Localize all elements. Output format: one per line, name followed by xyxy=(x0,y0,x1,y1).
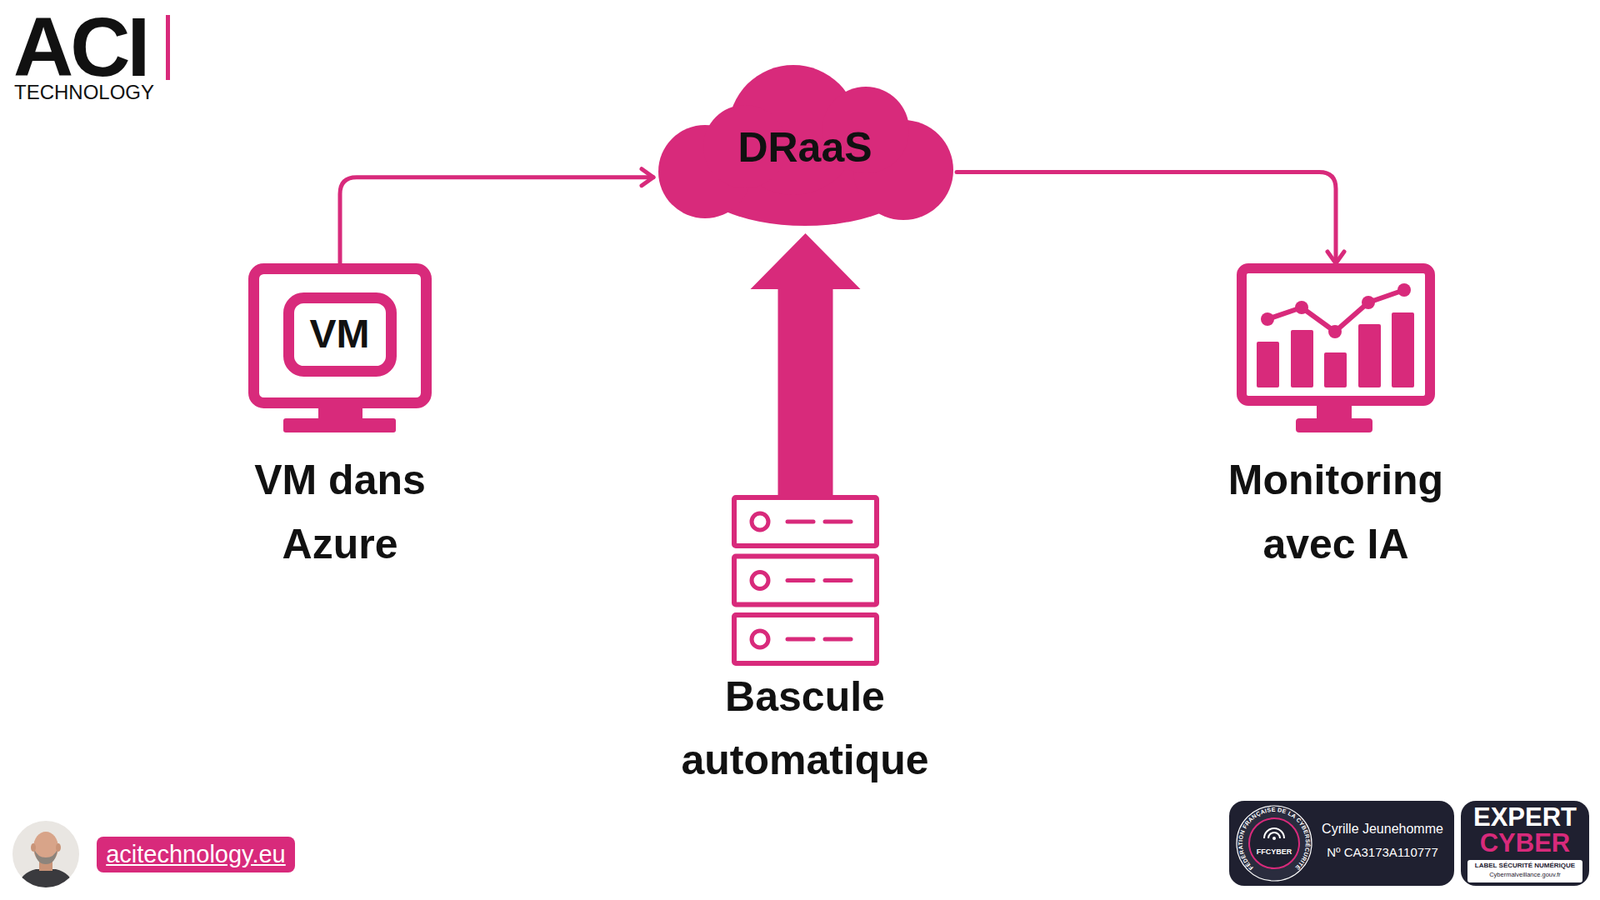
chart-bar xyxy=(1256,341,1280,388)
emblem-text: FFCYBER xyxy=(1249,846,1300,857)
ffcyber-badge: FÉDÉRATION FRANÇAISE DE LA CYBERSÉCURITÉ… xyxy=(1229,800,1455,886)
website-pill: acitechnology.eu xyxy=(96,836,295,873)
chart-bar xyxy=(1324,352,1347,388)
emblem-inner-ring xyxy=(1249,818,1300,869)
badge-number: Nº CA3173A110777 xyxy=(1312,845,1453,860)
badge-title: EXPERT xyxy=(1460,803,1590,832)
monitoring-node: Monitoring avec IA xyxy=(1236,263,1435,580)
author-avatar xyxy=(12,820,80,888)
chart-dot xyxy=(1295,300,1309,315)
emblem-ring-path-text: FÉDÉRATION FRANÇAISE DE LA CYBERSÉCURITÉ xyxy=(1237,806,1312,872)
connector-line xyxy=(956,172,1336,264)
badge-holder-name: Cyrille Jeunehomme xyxy=(1312,821,1453,837)
avatar-ear xyxy=(30,843,36,852)
chart-bar xyxy=(1358,324,1381,388)
failover-node: Bascule automatique xyxy=(731,495,880,795)
server-unit xyxy=(734,615,877,664)
server-led xyxy=(751,630,769,648)
chart-dot xyxy=(1361,295,1375,310)
vm-node: VMVM dans Azure xyxy=(248,263,432,580)
emblem-outer xyxy=(1236,805,1312,881)
avatar-ear xyxy=(55,843,61,852)
connector xyxy=(750,233,861,495)
expert-cyber-badge: EXPERTCYBER LABEL SÉCURITÉ NUMÉRIQUECyber… xyxy=(1460,800,1590,886)
logo-wordmark: ACI xyxy=(13,5,147,89)
connector xyxy=(956,172,1345,264)
arrow-head xyxy=(641,169,654,186)
server-unit xyxy=(734,497,877,546)
monitor-base xyxy=(1295,418,1373,433)
monitor-neck xyxy=(318,406,363,420)
chart-bar xyxy=(1290,330,1314,388)
connector-line xyxy=(340,177,654,264)
monitor-neck xyxy=(1316,404,1352,420)
server-slot xyxy=(787,520,814,525)
website-link: acitechnology.eu xyxy=(96,836,295,873)
server-slot xyxy=(787,637,814,642)
server-slot xyxy=(825,637,851,642)
server-slot xyxy=(787,578,814,583)
logo-bar xyxy=(165,15,170,80)
chart-dot xyxy=(1397,283,1411,297)
avatar-background xyxy=(12,820,80,888)
emblem-ring-text: FÉDÉRATION FRANÇAISE DE LA CYBERSÉCURITÉ xyxy=(1237,806,1312,872)
chart-dot xyxy=(1328,325,1342,339)
monitoring-icon xyxy=(1236,263,1435,433)
ffcyber-emblem: FÉDÉRATION FRANÇAISE DE LA CYBERSÉCURITÉ xyxy=(1235,805,1313,882)
connector xyxy=(340,169,654,264)
arrow-head xyxy=(1327,251,1345,264)
server-led xyxy=(751,513,769,530)
vm-badge-text: VM xyxy=(283,292,396,376)
emblem-dot xyxy=(1272,836,1276,840)
badge-subtitle: LABEL SÉCURITÉ NUMÉRIQUE xyxy=(1467,861,1583,870)
server-slot xyxy=(825,520,851,525)
node-caption: Monitoring avec IA xyxy=(1210,448,1461,577)
avatar-shirt xyxy=(17,869,75,888)
server-unit xyxy=(734,556,877,605)
monitor-screen xyxy=(254,269,427,404)
badge-url: Cybermalveillance.gouv.fr xyxy=(1467,871,1583,880)
monitor-base xyxy=(283,418,396,433)
block-arrow xyxy=(750,233,861,495)
chart-dot xyxy=(1260,312,1275,326)
node-caption: VM dans Azure xyxy=(215,448,465,577)
badge-title: CYBER xyxy=(1460,829,1590,858)
chart-bar xyxy=(1391,312,1415,388)
avatar-group xyxy=(12,820,80,888)
node-caption: Bascule automatique xyxy=(663,665,947,792)
server-slot xyxy=(825,578,851,583)
monitor-screen xyxy=(1241,268,1430,401)
cloud-label: DRaaS xyxy=(653,63,957,234)
server-rack-icon xyxy=(731,495,880,665)
server-led xyxy=(751,572,769,590)
avatar-beard xyxy=(34,849,58,865)
logo-subtitle: TECHNOLOGY xyxy=(14,82,155,103)
cloud-node: DRaaS xyxy=(653,63,957,234)
avatar-head xyxy=(33,831,59,864)
